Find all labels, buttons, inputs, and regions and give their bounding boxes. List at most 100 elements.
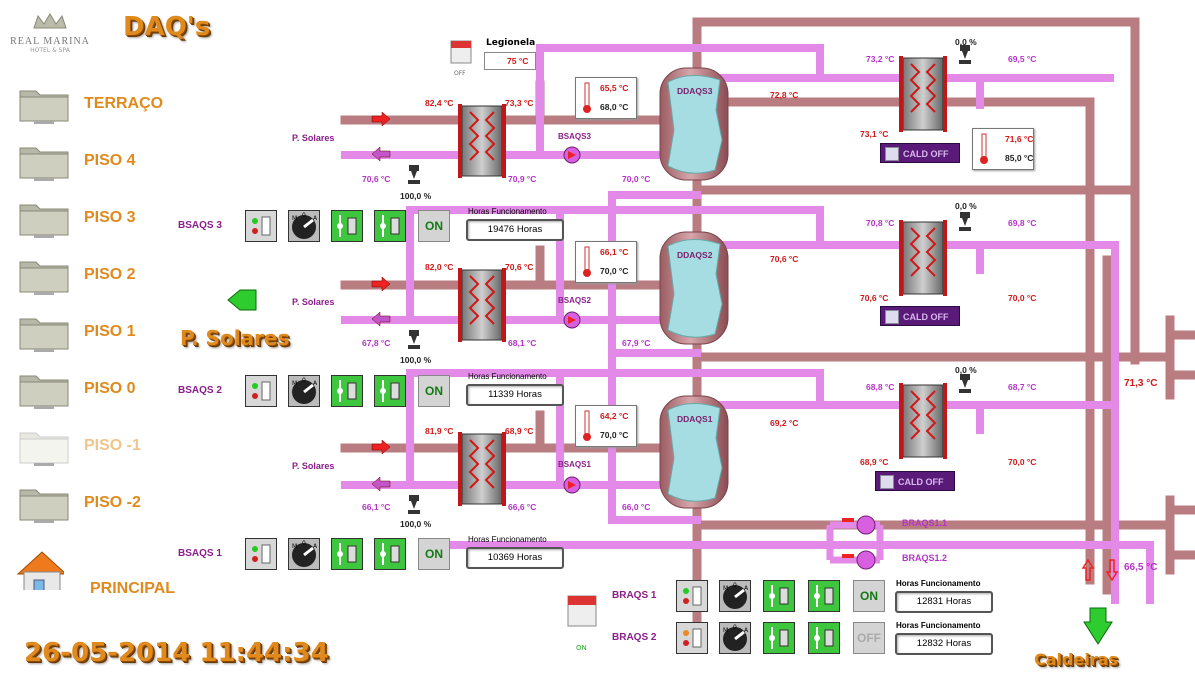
right-temp-low-2: 70,0 °C [1008,293,1037,303]
right-temp-low: 73,1 °C [860,129,889,139]
legionela-value: 75 °C [507,56,529,66]
pump-switch-2[interactable] [374,538,406,570]
auto-manual-indicator[interactable] [245,375,277,407]
pump-switch-2[interactable] [374,375,406,407]
svg-text:0: 0 [733,582,737,589]
pump-switch[interactable] [331,375,363,407]
page-title: DAQ's [123,12,211,42]
cald-toggle[interactable]: CALD OFF [875,471,955,491]
nav-item-piso-1[interactable]: PISO 1 [18,311,318,361]
thermometer-icon [583,82,591,113]
pump-switch[interactable] [331,538,363,570]
nav-item-piso-1[interactable]: PISO -1 [18,425,318,475]
braqs-calendar[interactable]: ON [566,592,600,652]
source-label: P. Solares [292,133,335,143]
pump-switch[interactable] [331,210,363,242]
logo-subtext: HOTEL & SPA [30,47,70,54]
nav-item-piso-4[interactable]: PISO 4 [18,140,318,190]
right-temp-out: 68,7 °C [1008,382,1037,392]
legionela-setpoint: 75 °C [484,52,536,70]
svg-text:0: 0 [733,624,737,631]
switch-icon [769,585,789,607]
right-valve-percent: 0,0 % [955,365,977,375]
switch-icon [769,627,789,649]
temp-return: 67,8 °C [362,338,391,348]
pump-switch-2[interactable] [374,210,406,242]
cald-toggle[interactable]: CALD OFF [880,306,960,326]
braqs-switch-2[interactable] [808,580,840,612]
switch-icon [814,627,834,649]
temp-return: 66,1 °C [362,502,391,512]
auto-manual-indicator[interactable] [245,210,277,242]
right-temp-out: 69,5 °C [1008,54,1037,64]
home-label: PRINCIPAL [90,580,176,597]
legionela-panel[interactable]: OFF Legionela 75 °C [448,38,540,78]
on-button[interactable]: ON [418,375,450,407]
svg-text:M: M [292,215,297,222]
svg-text:M: M [292,543,297,550]
setpoint-black: 68,0 °C [600,102,629,112]
nav-item-terra-o[interactable]: TERRAÇO [18,83,318,133]
svg-text:M: M [292,380,297,387]
folder-icon [19,375,69,409]
braqs-onoff-button[interactable]: OFF [853,622,885,654]
hours-value: 11339 Horas [466,384,564,406]
valve-percent: 100,0 % [400,519,432,529]
svg-text:A: A [313,380,318,387]
nav-label: PISO 4 [84,152,136,169]
on-button[interactable]: ON [418,538,450,570]
temp-return-2: 68,1 °C [508,338,537,348]
tank-label: DDAQS1 [677,414,713,424]
nav-item-piso-0[interactable]: PISO 0 [18,368,318,418]
nav-item-piso-3[interactable]: PISO 3 [18,197,318,247]
auto-manual-indicator[interactable] [245,538,277,570]
right-temp-low-2: 70,0 °C [1008,457,1037,467]
right-temp-supply: 70,6 °C [770,254,799,264]
cald-label: CALD OFF [903,312,949,322]
thermometer-icon [980,133,988,164]
nav-item-piso-2[interactable]: PISO 2 [18,254,318,304]
checkbox-icon [885,147,899,161]
braqs-switch[interactable] [763,622,795,654]
logo: REAL MARINA HOTEL & SPA [6,10,94,68]
right-temp-supply: 69,2 °C [770,418,799,428]
switch-icon [380,543,400,565]
thermometer-icon [583,410,591,441]
loop-name: BSAQS 3 [178,220,222,231]
caldeiras-link[interactable]: Caldeiras [1034,650,1119,669]
temp-return-2: 70,9 °C [508,174,537,184]
switch-icon [337,215,357,237]
setpoint-red: 66,1 °C [600,247,629,257]
cald-toggle[interactable]: CALD OFF [880,143,960,163]
status-lights-icon [683,628,702,648]
crown-icon [33,13,67,29]
hours-title: Horas Funcionamento [468,372,547,381]
nav-item-piso-2[interactable]: PISO -2 [18,482,318,532]
source-label: P. Solares [292,461,335,471]
braqs-hours-value: 12831 Horas [895,591,993,613]
on-button[interactable]: ON [418,210,450,242]
status-lights-icon [252,216,271,236]
home-button[interactable]: PRINCIPAL [12,548,312,598]
braqs-switch-2[interactable] [808,622,840,654]
braqs-status-indicator[interactable] [676,622,708,654]
hours-title: Horas Funcionamento [468,535,547,544]
braqs-status-indicator[interactable] [676,580,708,612]
braqs-switch[interactable] [763,580,795,612]
datetime-display: 26-05-2014 11:44:34 [24,638,329,668]
svg-text:A: A [313,215,318,222]
solares-link[interactable]: P. Solares [180,326,290,350]
braqs-onoff-button[interactable]: ON [853,580,885,612]
